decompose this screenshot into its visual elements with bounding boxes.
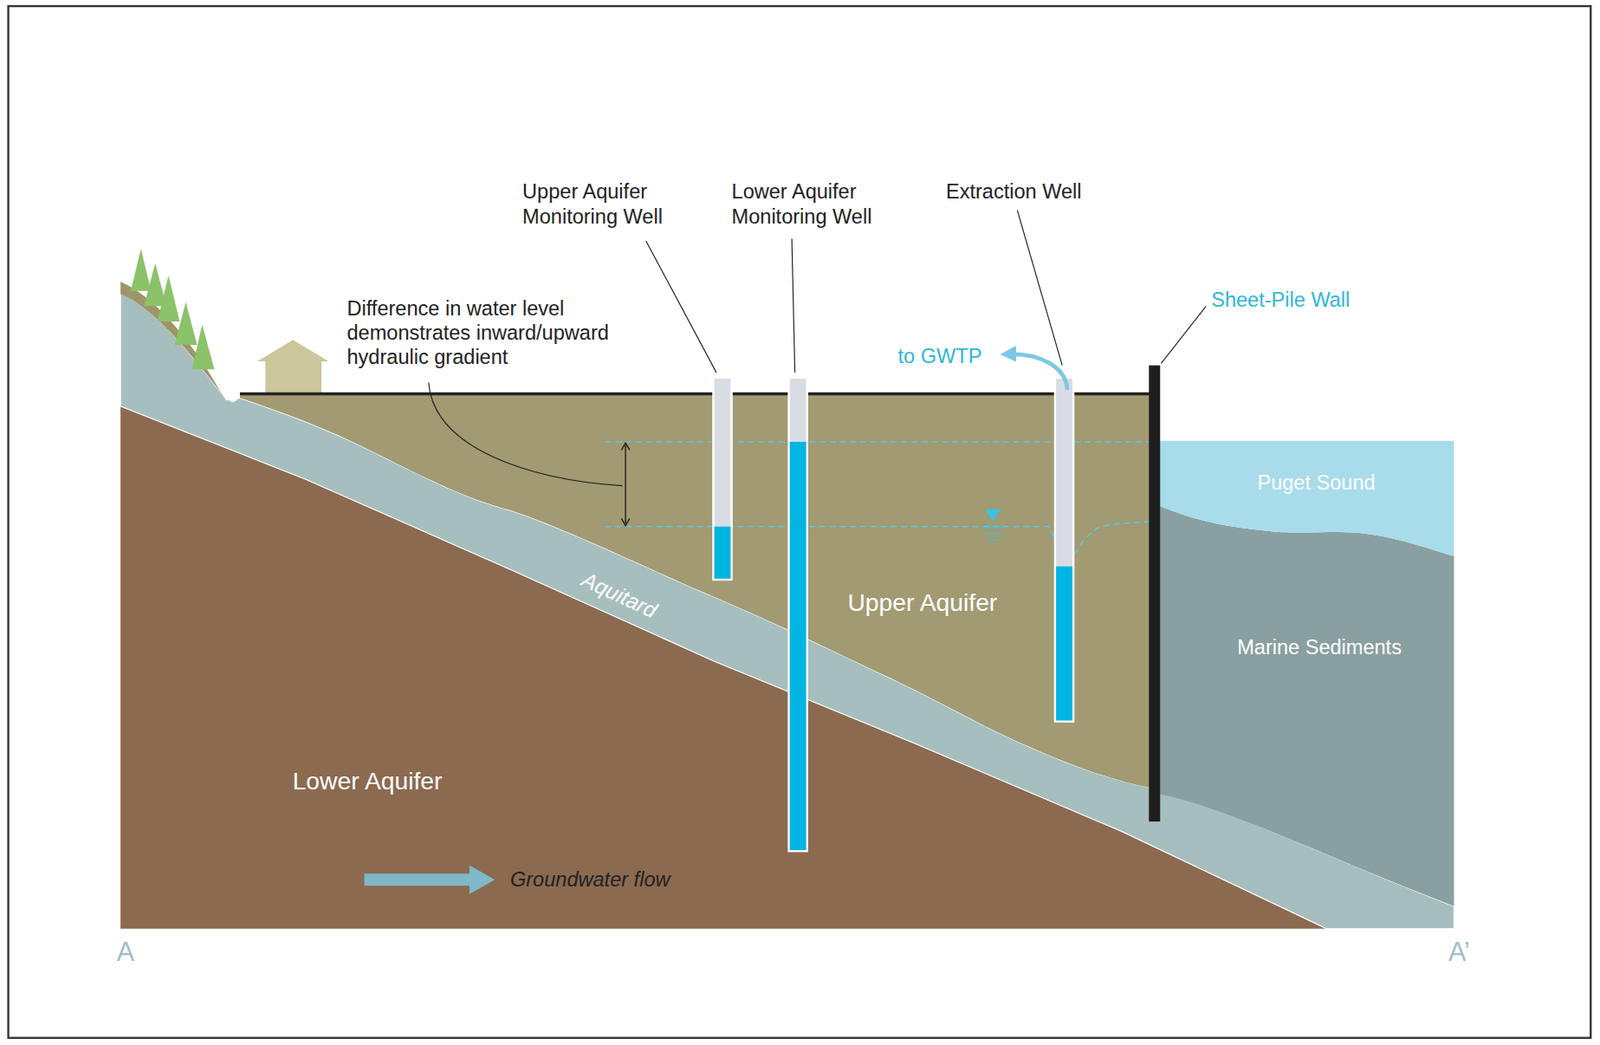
wall-label: Sheet-Pile Wall — [1211, 287, 1350, 312]
leader-lines — [428, 210, 1206, 486]
stream — [224, 394, 241, 402]
layer-label: Upper Aquifer — [847, 588, 998, 618]
trees — [130, 248, 215, 370]
upper-aquifer-monitoring-well — [712, 377, 732, 580]
gradient-dimension-arrow — [621, 442, 629, 525]
flow-label: Groundwater flow — [510, 867, 671, 892]
section-end-label: A’ — [1448, 934, 1471, 967]
puget-sound-water — [1158, 440, 1455, 557]
frame — [8, 6, 1592, 1038]
upper-aquifer-region — [239, 395, 1152, 788]
layer-label: Aquitard — [577, 566, 661, 624]
section-end-label: A — [116, 934, 135, 967]
flow-destination-label: to GWTP — [898, 343, 983, 369]
marine-sediments-region — [1158, 505, 1455, 907]
extraction-well — [1055, 377, 1074, 722]
sheet-pile-wall — [1148, 365, 1160, 822]
discharge-arrow — [1008, 354, 1068, 390]
layer-label: Marine Sediments — [1237, 634, 1402, 660]
layer-label: Lower Aquifer — [292, 766, 443, 797]
gradient-note: Difference in water level demonstrates i… — [346, 296, 668, 370]
well-label: Upper Aquifer Monitoring Well — [522, 179, 696, 229]
well-label: Extraction Well — [945, 179, 1082, 204]
aquitard-band — [120, 291, 1454, 929]
well-label: Lower Aquifer Monitoring Well — [731, 179, 906, 229]
house — [257, 339, 329, 394]
groundwater-flow-arrow — [364, 865, 496, 894]
water-body-label: Puget Sound — [1256, 470, 1375, 495]
ground-surface — [239, 392, 1154, 396]
lower-aquifer-monitoring-well — [789, 377, 808, 851]
water-table-symbol — [981, 509, 1005, 540]
